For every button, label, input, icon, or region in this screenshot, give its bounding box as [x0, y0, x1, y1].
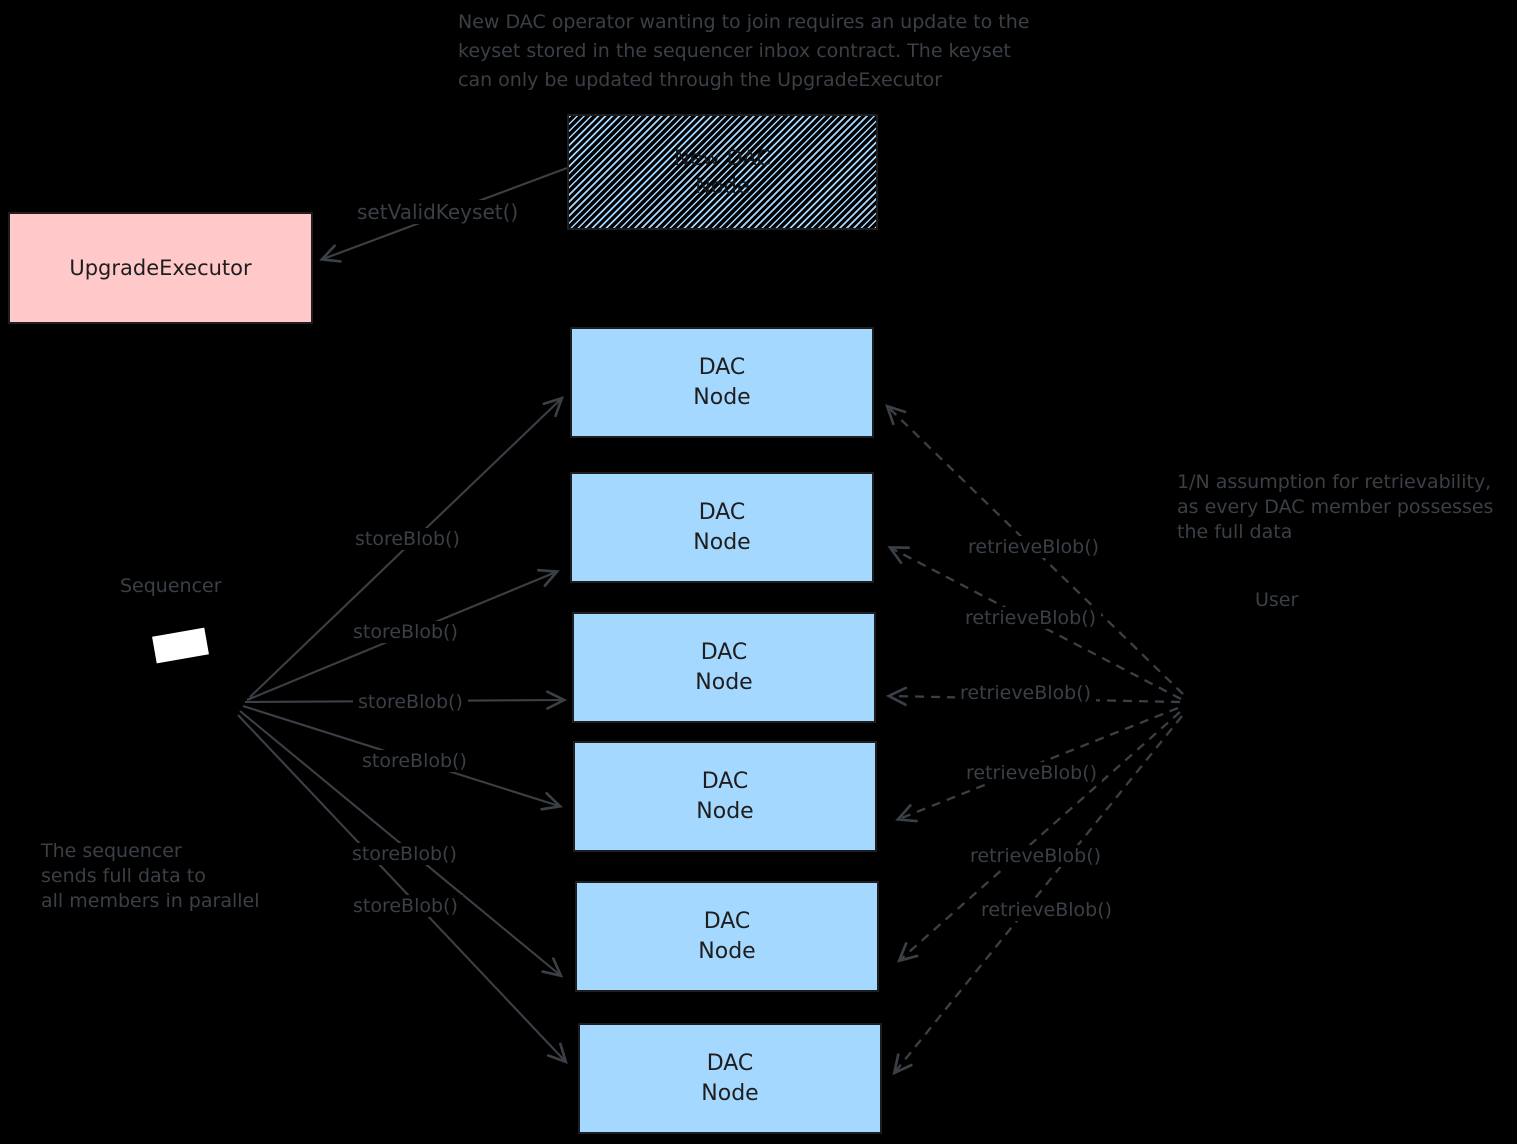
- sequencer-label: Sequencer: [120, 575, 222, 597]
- store-blob-label-5: storeBlob(): [347, 843, 462, 865]
- upgrade-executor-box: UpgradeExecutor: [8, 212, 313, 324]
- sequencer-parallel-note-line: sends full data to: [41, 865, 206, 887]
- retrieve-blob-label-4: retrieveBlob(): [961, 762, 1103, 784]
- retrieve-blob-label-2: retrieveBlob(): [960, 607, 1102, 629]
- retrievability-note: 1/N assumption for retrievability, as ev…: [1177, 470, 1493, 545]
- dac-node-label: DAC: [703, 908, 751, 934]
- user-label: User: [1255, 589, 1299, 611]
- retrieve-blob-label-6: retrieveBlob(): [976, 899, 1118, 921]
- dac-node-label: Node: [693, 529, 751, 555]
- keyset-note-line: keyset stored in the sequencer inbox con…: [458, 40, 1011, 62]
- dac-node-label: Node: [698, 938, 756, 964]
- retrievability-note-line: the full data: [1177, 521, 1293, 543]
- keyset-note-line: New DAC operator wanting to join require…: [458, 11, 1030, 33]
- dac-node-box-1: DAC Node: [570, 327, 874, 438]
- sequencer-parallel-note-line: The sequencer: [41, 840, 182, 862]
- dac-node-label: Node: [695, 669, 753, 695]
- retrieve-blob-label-5: retrieveBlob(): [965, 845, 1107, 867]
- retrievability-note-line: 1/N assumption for retrievability,: [1177, 471, 1492, 493]
- dac-node-box-6: DAC Node: [578, 1023, 882, 1134]
- retrieve-blob-arrow-5: [896, 711, 1181, 963]
- dac-node-label: DAC: [701, 768, 749, 794]
- store-blob-label-2: storeBlob(): [348, 621, 463, 643]
- dac-node-label: DAC: [706, 1050, 754, 1076]
- dac-node-label: Node: [701, 1080, 759, 1106]
- upgrade-executor-label: UpgradeExecutor: [69, 256, 252, 280]
- new-dac-node-label-line1: New DAC: [674, 146, 771, 170]
- retrieve-blob-label-3: retrieveBlob(): [955, 682, 1097, 704]
- store-blob-label-6: storeBlob(): [348, 895, 463, 917]
- dac-node-label: Node: [693, 384, 751, 410]
- dac-node-box-5: DAC Node: [575, 881, 879, 992]
- dac-node-box-2: DAC Node: [570, 472, 874, 583]
- dac-node-label: DAC: [700, 639, 748, 665]
- store-blob-label-3: storeBlob(): [353, 691, 468, 713]
- keyset-note: New DAC operator wanting to join require…: [458, 8, 1029, 95]
- dac-node-label: DAC: [698, 499, 746, 525]
- new-dac-node-box: New DAC Node: [567, 114, 878, 230]
- retrieve-blob-label-1: retrieveBlob(): [963, 536, 1105, 558]
- new-dac-node-label-line2: Node: [695, 174, 750, 198]
- sequencer-parallel-note-line: all members in parallel: [41, 890, 260, 912]
- sequencer-laptop-icon: [152, 627, 209, 664]
- dac-node-label: Node: [696, 798, 754, 824]
- sequencer-parallel-note: The sequencer sends full data to all mem…: [41, 839, 260, 914]
- dac-node-label: DAC: [698, 354, 746, 380]
- set-valid-keyset-label: setValidKeyset(): [352, 200, 524, 224]
- dac-node-box-3: DAC Node: [572, 612, 876, 723]
- retrievability-note-line: as every DAC member possesses: [1177, 496, 1494, 518]
- store-blob-label-1: storeBlob(): [350, 528, 465, 550]
- store-blob-label-4: storeBlob(): [357, 750, 472, 772]
- keyset-note-line: can only be updated through the UpgradeE…: [458, 69, 943, 91]
- dac-node-box-4: DAC Node: [573, 741, 877, 852]
